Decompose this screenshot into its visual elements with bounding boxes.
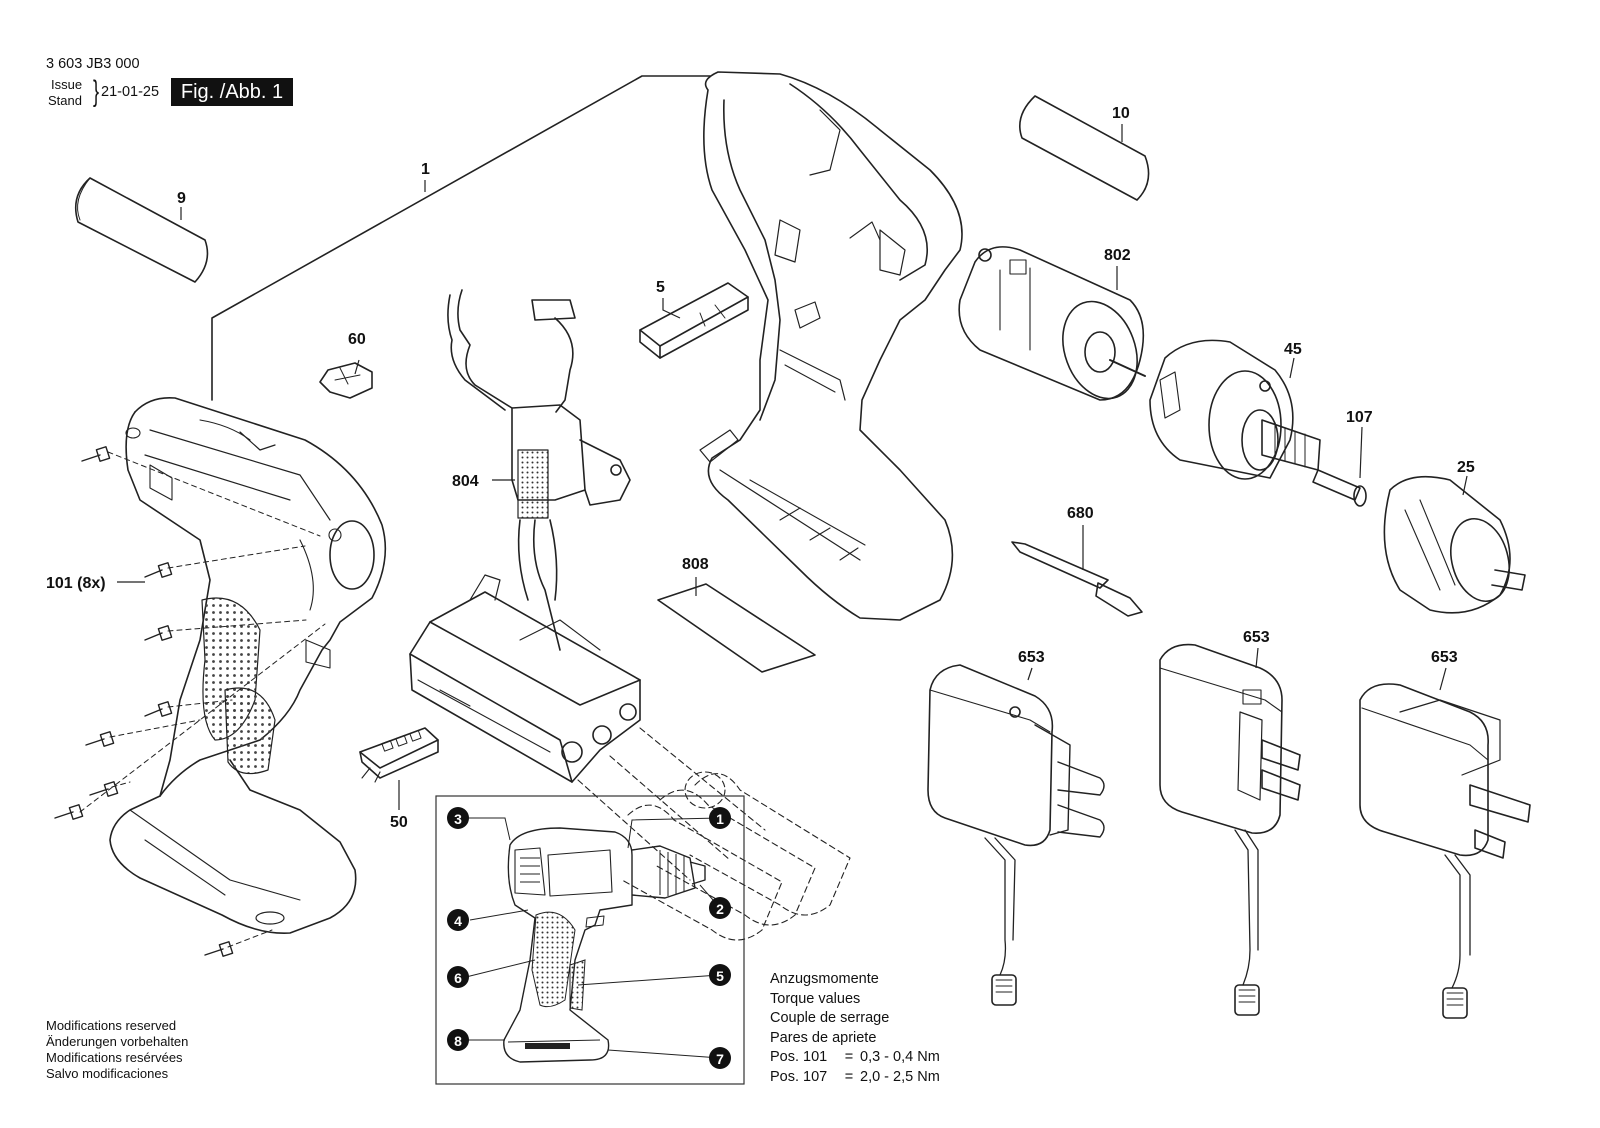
part-5-slider bbox=[639, 282, 749, 359]
torque-row-107: Pos. 107 = 2,0 - 2,5 Nm bbox=[770, 1068, 940, 1088]
callout-9: 9 bbox=[177, 190, 186, 207]
callout-680: 680 bbox=[1067, 505, 1094, 522]
callout-10: 10 bbox=[1112, 105, 1130, 122]
callout-50: 50 bbox=[390, 814, 408, 831]
inset-marker-3: 3 bbox=[454, 811, 462, 827]
screws-101 bbox=[54, 446, 234, 957]
inset-box: 3 4 6 8 1 2 5 7 bbox=[435, 795, 745, 1085]
torque-eq: = bbox=[844, 1068, 854, 1085]
callout-653-us: 653 bbox=[1243, 629, 1270, 646]
inset-marker-5: 5 bbox=[716, 968, 724, 984]
note-es: Salvo modificaciones bbox=[46, 1066, 169, 1081]
callout-5: 5 bbox=[656, 279, 665, 296]
callout-1: 1 bbox=[421, 161, 430, 178]
callout-25: 25 bbox=[1457, 459, 1475, 476]
inset-marker-7: 7 bbox=[716, 1051, 724, 1067]
left-housing bbox=[109, 396, 387, 934]
note-fr: Modifications resérvées bbox=[46, 1050, 183, 1065]
callout-808: 808 bbox=[682, 556, 709, 573]
callout-60: 60 bbox=[348, 331, 366, 348]
torque-value: 0,3 - 0,4 Nm bbox=[860, 1049, 940, 1065]
torque-heading-en: Torque values bbox=[770, 990, 861, 1007]
torque-eq: = bbox=[844, 1049, 854, 1065]
charger-653-eu bbox=[927, 664, 1105, 1006]
callout-45: 45 bbox=[1284, 341, 1302, 358]
screw-leaders bbox=[79, 451, 326, 948]
callout-101: 101 (8x) bbox=[46, 575, 106, 592]
part-680-bit bbox=[1011, 541, 1143, 617]
issue-label: Issue bbox=[51, 77, 83, 92]
torque-pos: Pos. 107 bbox=[770, 1068, 828, 1085]
callout-653-uk: 653 bbox=[1431, 649, 1458, 666]
callout-802: 802 bbox=[1104, 247, 1131, 264]
brace: } bbox=[93, 75, 100, 108]
torque-row-101: Pos. 101 = 0,3 - 0,4 Nm bbox=[770, 1048, 940, 1068]
charger-653-uk bbox=[1359, 683, 1531, 1019]
part-60-clip bbox=[319, 362, 373, 399]
inset-marker-6: 6 bbox=[454, 970, 462, 986]
note-en: Modifications reserved bbox=[46, 1018, 177, 1033]
part-808-label bbox=[657, 583, 816, 673]
part-802-motor bbox=[958, 246, 1146, 401]
inset-marker-8: 8 bbox=[454, 1033, 462, 1049]
figure-label: Fig. /Abb. 1 bbox=[171, 78, 293, 106]
callout-653-eu: 653 bbox=[1018, 649, 1045, 666]
callout-leaders bbox=[117, 124, 1468, 810]
part-9-sleeve bbox=[74, 177, 209, 283]
callout-804: 804 bbox=[452, 473, 479, 490]
part-50-led-board bbox=[359, 727, 439, 783]
note-de: Änderungen vorbehalten bbox=[46, 1034, 189, 1049]
part-10-sleeve bbox=[1019, 95, 1150, 201]
issue-date: 21-01-25 bbox=[101, 84, 160, 100]
torque-heading-fr: Couple de serrage bbox=[770, 1010, 890, 1026]
part-107-screw bbox=[1312, 469, 1367, 507]
assembly-bracket bbox=[211, 75, 711, 401]
part-number: 3 603 JB3 000 bbox=[46, 56, 140, 72]
part-804-switch bbox=[447, 289, 631, 651]
torque-values: Anzugsmomente Torque values Couple de se… bbox=[770, 970, 940, 1087]
inset-marker-4: 4 bbox=[454, 913, 462, 929]
callout-107: 107 bbox=[1346, 409, 1373, 426]
modification-notes: Modifications reserved Änderungen vorbeh… bbox=[46, 1018, 188, 1082]
inset-marker-2: 2 bbox=[716, 901, 724, 917]
inset-marker-1: 1 bbox=[716, 811, 724, 827]
torque-heading-es: Pares de apriete bbox=[770, 1029, 877, 1046]
part-45-gearbox bbox=[1149, 339, 1321, 480]
battery-holder bbox=[409, 574, 641, 783]
part-25-chuck bbox=[1383, 475, 1526, 614]
stand-label: Stand bbox=[48, 93, 82, 108]
torque-pos: Pos. 101 bbox=[770, 1049, 828, 1065]
torque-heading-de: Anzugsmomente bbox=[770, 971, 879, 987]
torque-value: 2,0 - 2,5 Nm bbox=[860, 1068, 940, 1085]
right-housing bbox=[699, 71, 963, 621]
charger-653-us bbox=[1159, 643, 1301, 1016]
